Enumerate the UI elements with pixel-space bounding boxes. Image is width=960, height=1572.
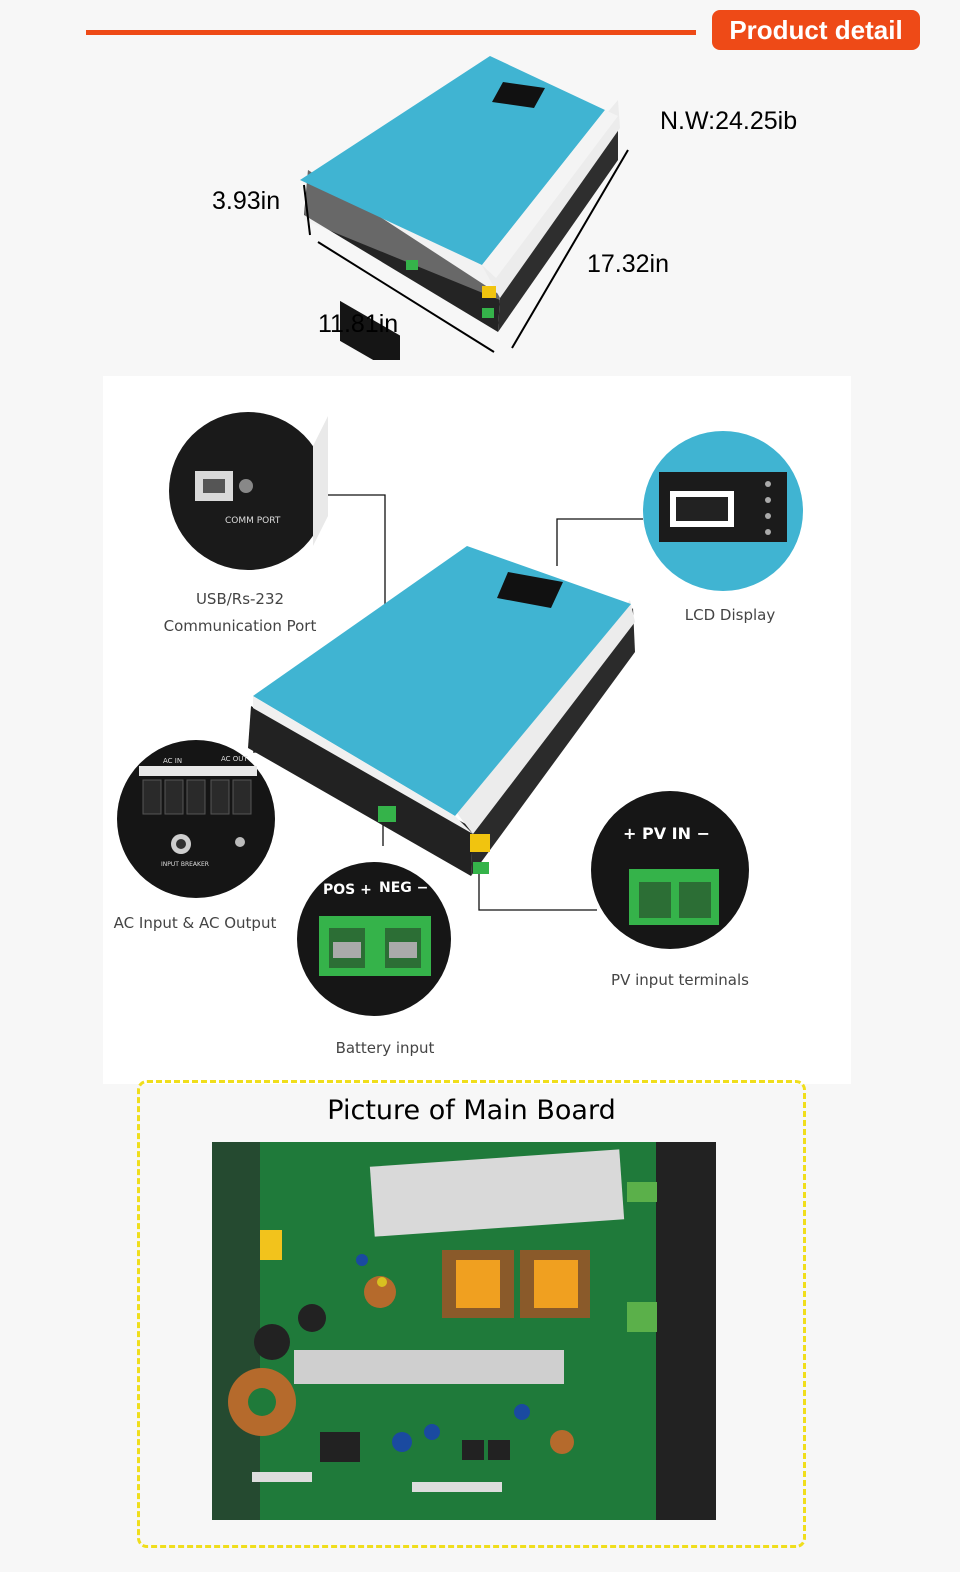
usb-label-line1: USB/Rs-232 (195, 590, 285, 608)
lcd-label: LCD Display (684, 606, 776, 624)
pos-marking: POS + (323, 882, 372, 898)
lcd-closeup (643, 431, 803, 591)
usb-port-closeup: COMM PORT (169, 412, 328, 570)
pv-label: PV input terminals (611, 971, 749, 989)
pv-connector-line (478, 871, 597, 911)
height-dim-line (303, 184, 311, 236)
width-label: 11.81in (318, 310, 399, 338)
depth-label: 17.32in (587, 250, 670, 278)
lcd-connector-line (556, 518, 643, 566)
ac-out-marking: AC OUT (221, 755, 248, 763)
width-dim-line (317, 241, 495, 353)
input-breaker-marking: INPUT BREAKER (161, 861, 209, 868)
main-board-frame (137, 1080, 806, 1548)
depth-dim-line (511, 149, 629, 349)
usb-connector-line (325, 494, 386, 606)
ac-label: AC Input & AC Output (113, 914, 277, 932)
comm-port-marking: COMM PORT (225, 516, 281, 526)
usb-label-line2: Communication Port (163, 617, 317, 635)
top-device (300, 56, 620, 360)
ac-in-marking: AC IN (163, 757, 182, 765)
pv-in-marking: + PV IN − (623, 824, 710, 843)
device-dimension-illustration (300, 56, 629, 360)
product-detail-badge: Product detail (712, 10, 920, 50)
feature-diagram: COMM PORT AC IN AC OUT INPUT BREAKER POS… (117, 412, 803, 1016)
main-board-title: Picture of Main Board (327, 1095, 616, 1126)
height-label: 3.93in (212, 187, 281, 215)
neg-marking: NEG − (379, 880, 428, 896)
battery-terminal-closeup: POS + NEG − (297, 862, 451, 1016)
main-board-photo (212, 1142, 716, 1520)
central-device (248, 546, 635, 876)
pv-terminal-closeup: + PV IN − (591, 791, 749, 949)
weight-label: N.W:24.25ib (660, 107, 798, 135)
header-rule (86, 30, 696, 35)
battery-label: Battery input (335, 1039, 435, 1057)
ac-io-closeup: AC IN AC OUT INPUT BREAKER (117, 740, 275, 898)
